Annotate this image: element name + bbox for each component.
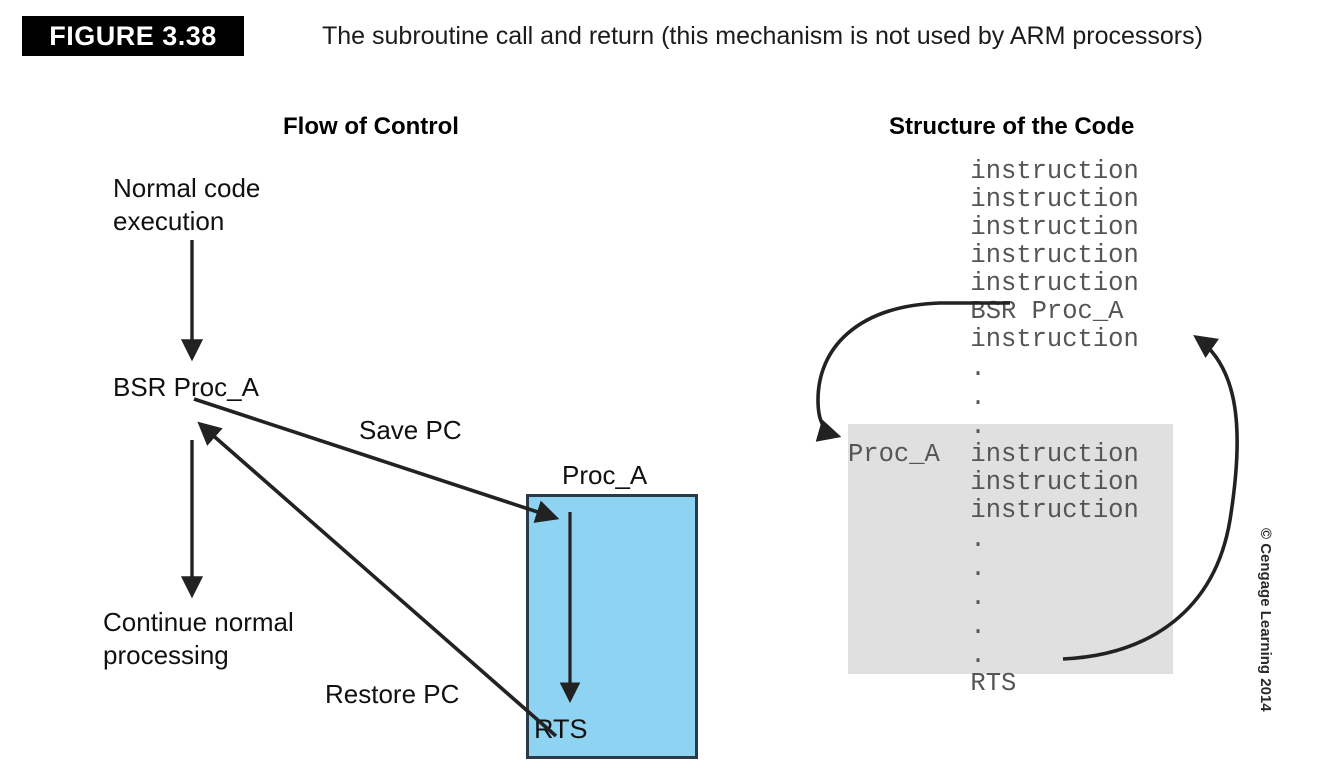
label-save-pc: Save PC <box>359 415 462 445</box>
code-line-sub-4: . <box>848 554 986 583</box>
label-proc-a-box-title: Proc_A <box>562 460 648 490</box>
code-line-main-1: instruction <box>848 185 1139 214</box>
code-line-sub-3: . <box>848 525 986 554</box>
code-line-sub-1: instruction <box>848 468 1139 497</box>
code-line-main-0: instruction <box>848 157 1139 186</box>
figure-number-badge: FIGURE 3.38 <box>22 16 244 56</box>
copyright-notice: © Cengage Learning 2014 <box>1257 528 1274 712</box>
code-line-sub-8: RTS <box>848 669 1017 698</box>
label-bsr-proc-a: BSR Proc_A <box>113 372 259 402</box>
label-normal-code-execution: Normal code execution <box>113 173 261 237</box>
label-restore-pc: Restore PC <box>325 679 460 709</box>
code-line-main-7: . <box>848 354 986 383</box>
heading-structure-of-the-code: Structure of the Code <box>889 113 1135 140</box>
code-line-sub-7: . <box>848 641 986 670</box>
code-line-main-4: instruction <box>848 269 1139 298</box>
code-line-sub-0: Proc_A instruction <box>848 440 1139 469</box>
code-listing: instruction instruction instruction inst… <box>848 158 1178 698</box>
code-line-main-2: instruction <box>848 213 1139 242</box>
code-line-main-8: . <box>848 383 986 412</box>
code-line-sub-6: . <box>848 612 986 641</box>
code-line-main-5: BSR Proc_A <box>848 297 1124 326</box>
label-rts-in-box: RTS <box>534 714 588 744</box>
code-line-main-3: instruction <box>848 241 1139 270</box>
code-line-main-6: instruction <box>848 325 1139 354</box>
code-line-sub-2: instruction <box>848 496 1139 525</box>
label-continue-normal-processing: Continue normal processing <box>103 607 294 671</box>
figure-caption: The subroutine call and return (this mec… <box>322 22 1203 50</box>
code-line-sub-5: . <box>848 583 986 612</box>
heading-flow-of-control: Flow of Control <box>283 113 459 140</box>
code-line-main-9: . <box>848 412 986 441</box>
